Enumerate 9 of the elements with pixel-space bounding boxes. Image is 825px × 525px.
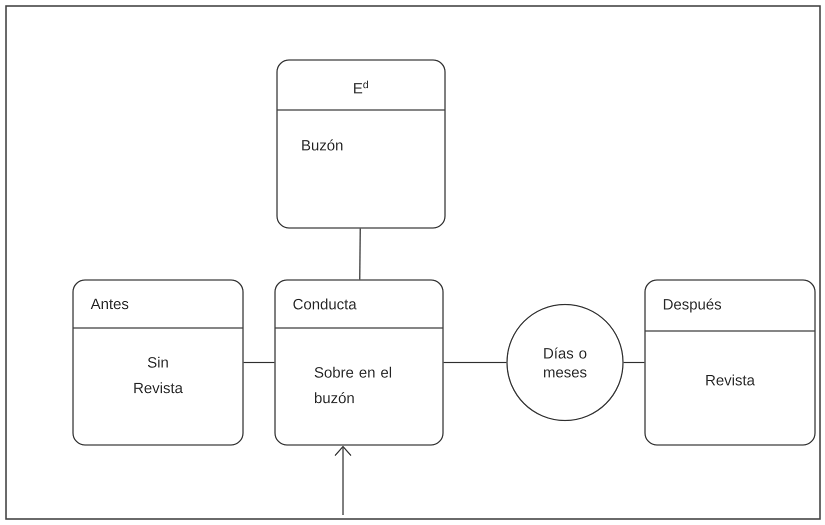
labeled-box: Después Revista [644, 279, 816, 446]
connector-line [624, 362, 644, 364]
connector-line [359, 228, 361, 280]
connector-line [244, 362, 274, 364]
arrow [334, 446, 352, 515]
labeled-box: E$^{d}$ Buzón [276, 59, 446, 229]
labeled-box: Conducta Sobre en el buzón [274, 279, 444, 446]
labeled-box: Antes Sin Revista [72, 279, 244, 446]
connector-line [444, 362, 506, 364]
